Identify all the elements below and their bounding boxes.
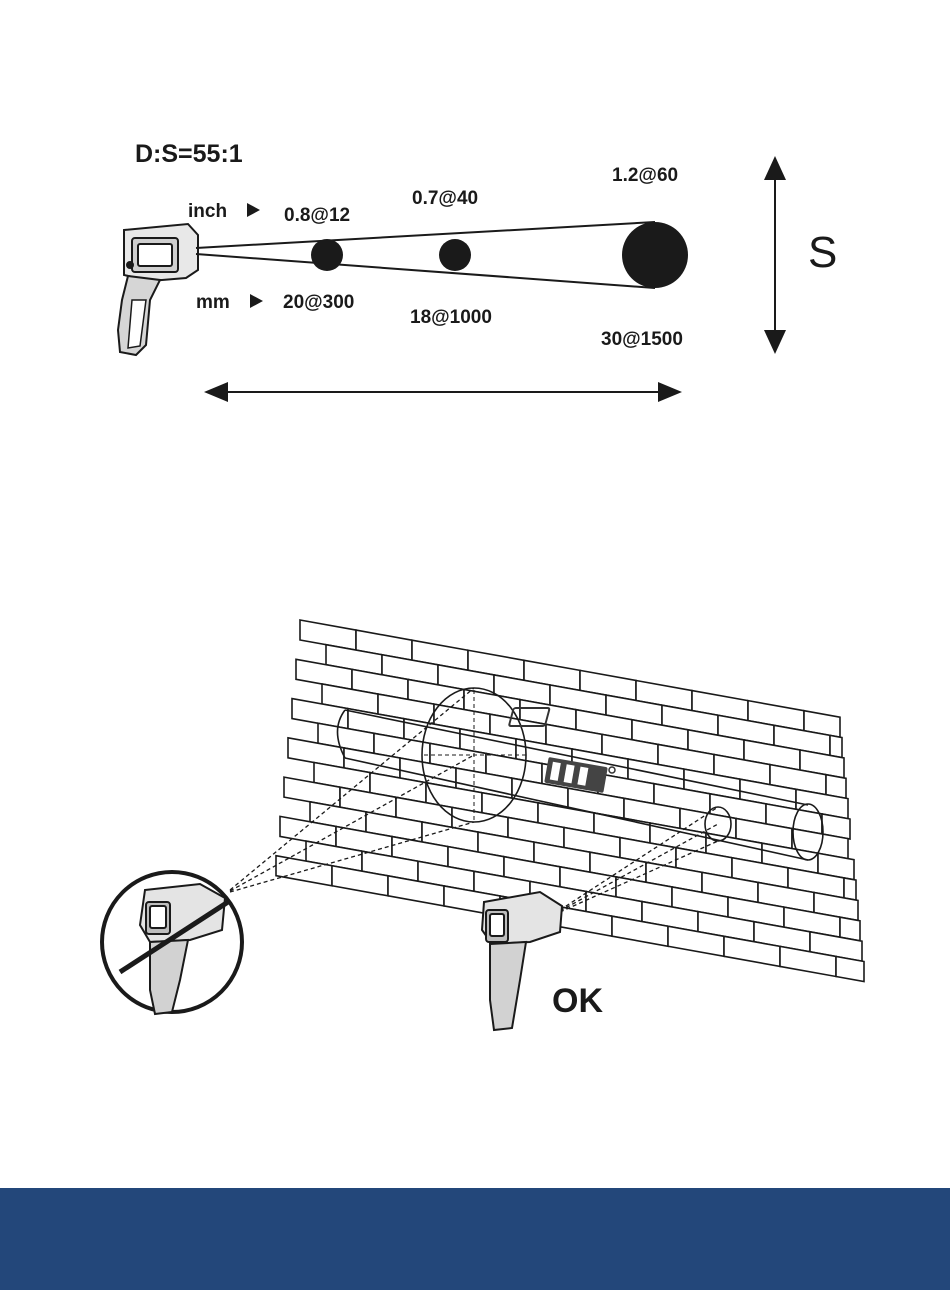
distance-spot-diagram: D:S=55:1 inch mm 0.8@12 20@300 0.7@40 18… [0,0,950,440]
spot-3-mm-label: 30@1500 [601,329,683,350]
mm-row-label: mm [196,292,230,313]
spot-size-arrow-icon [764,156,786,354]
wall-measurement-diagram: OK [0,580,950,1060]
inch-row-label: inch [188,201,227,222]
ratio-label: D:S=55:1 [135,140,243,168]
footer-bar [0,1188,950,1290]
size-axis-label: S [808,228,837,277]
brick [844,878,856,900]
spot-1-mm-label: 20@300 [283,292,354,313]
wall-measurement-svg: OK [0,580,950,1060]
mm-arrow-icon [250,294,263,308]
beam-cone [196,222,655,288]
brick-wall [276,620,864,982]
distance-arrow-icon [204,382,682,402]
spot-3 [622,222,688,288]
ok-gun-icon [482,892,562,1030]
spot-2-inch-label: 0.7@40 [412,188,478,209]
spot-3-inch-label: 1.2@60 [612,165,678,186]
spot-2 [439,239,471,271]
thermometer-gun-icon [118,224,198,355]
brick [830,735,842,757]
distance-spot-svg: D:S=55:1 inch mm 0.8@12 20@300 0.7@40 18… [0,0,950,440]
ok-label: OK [552,982,603,1020]
inch-arrow-icon [247,203,260,217]
prohibited-gun-icon [102,872,242,1014]
spot-2-mm-label: 18@1000 [410,307,492,328]
spot-1 [311,239,343,271]
spot-1-inch-label: 0.8@12 [284,205,350,226]
brick [836,956,864,981]
